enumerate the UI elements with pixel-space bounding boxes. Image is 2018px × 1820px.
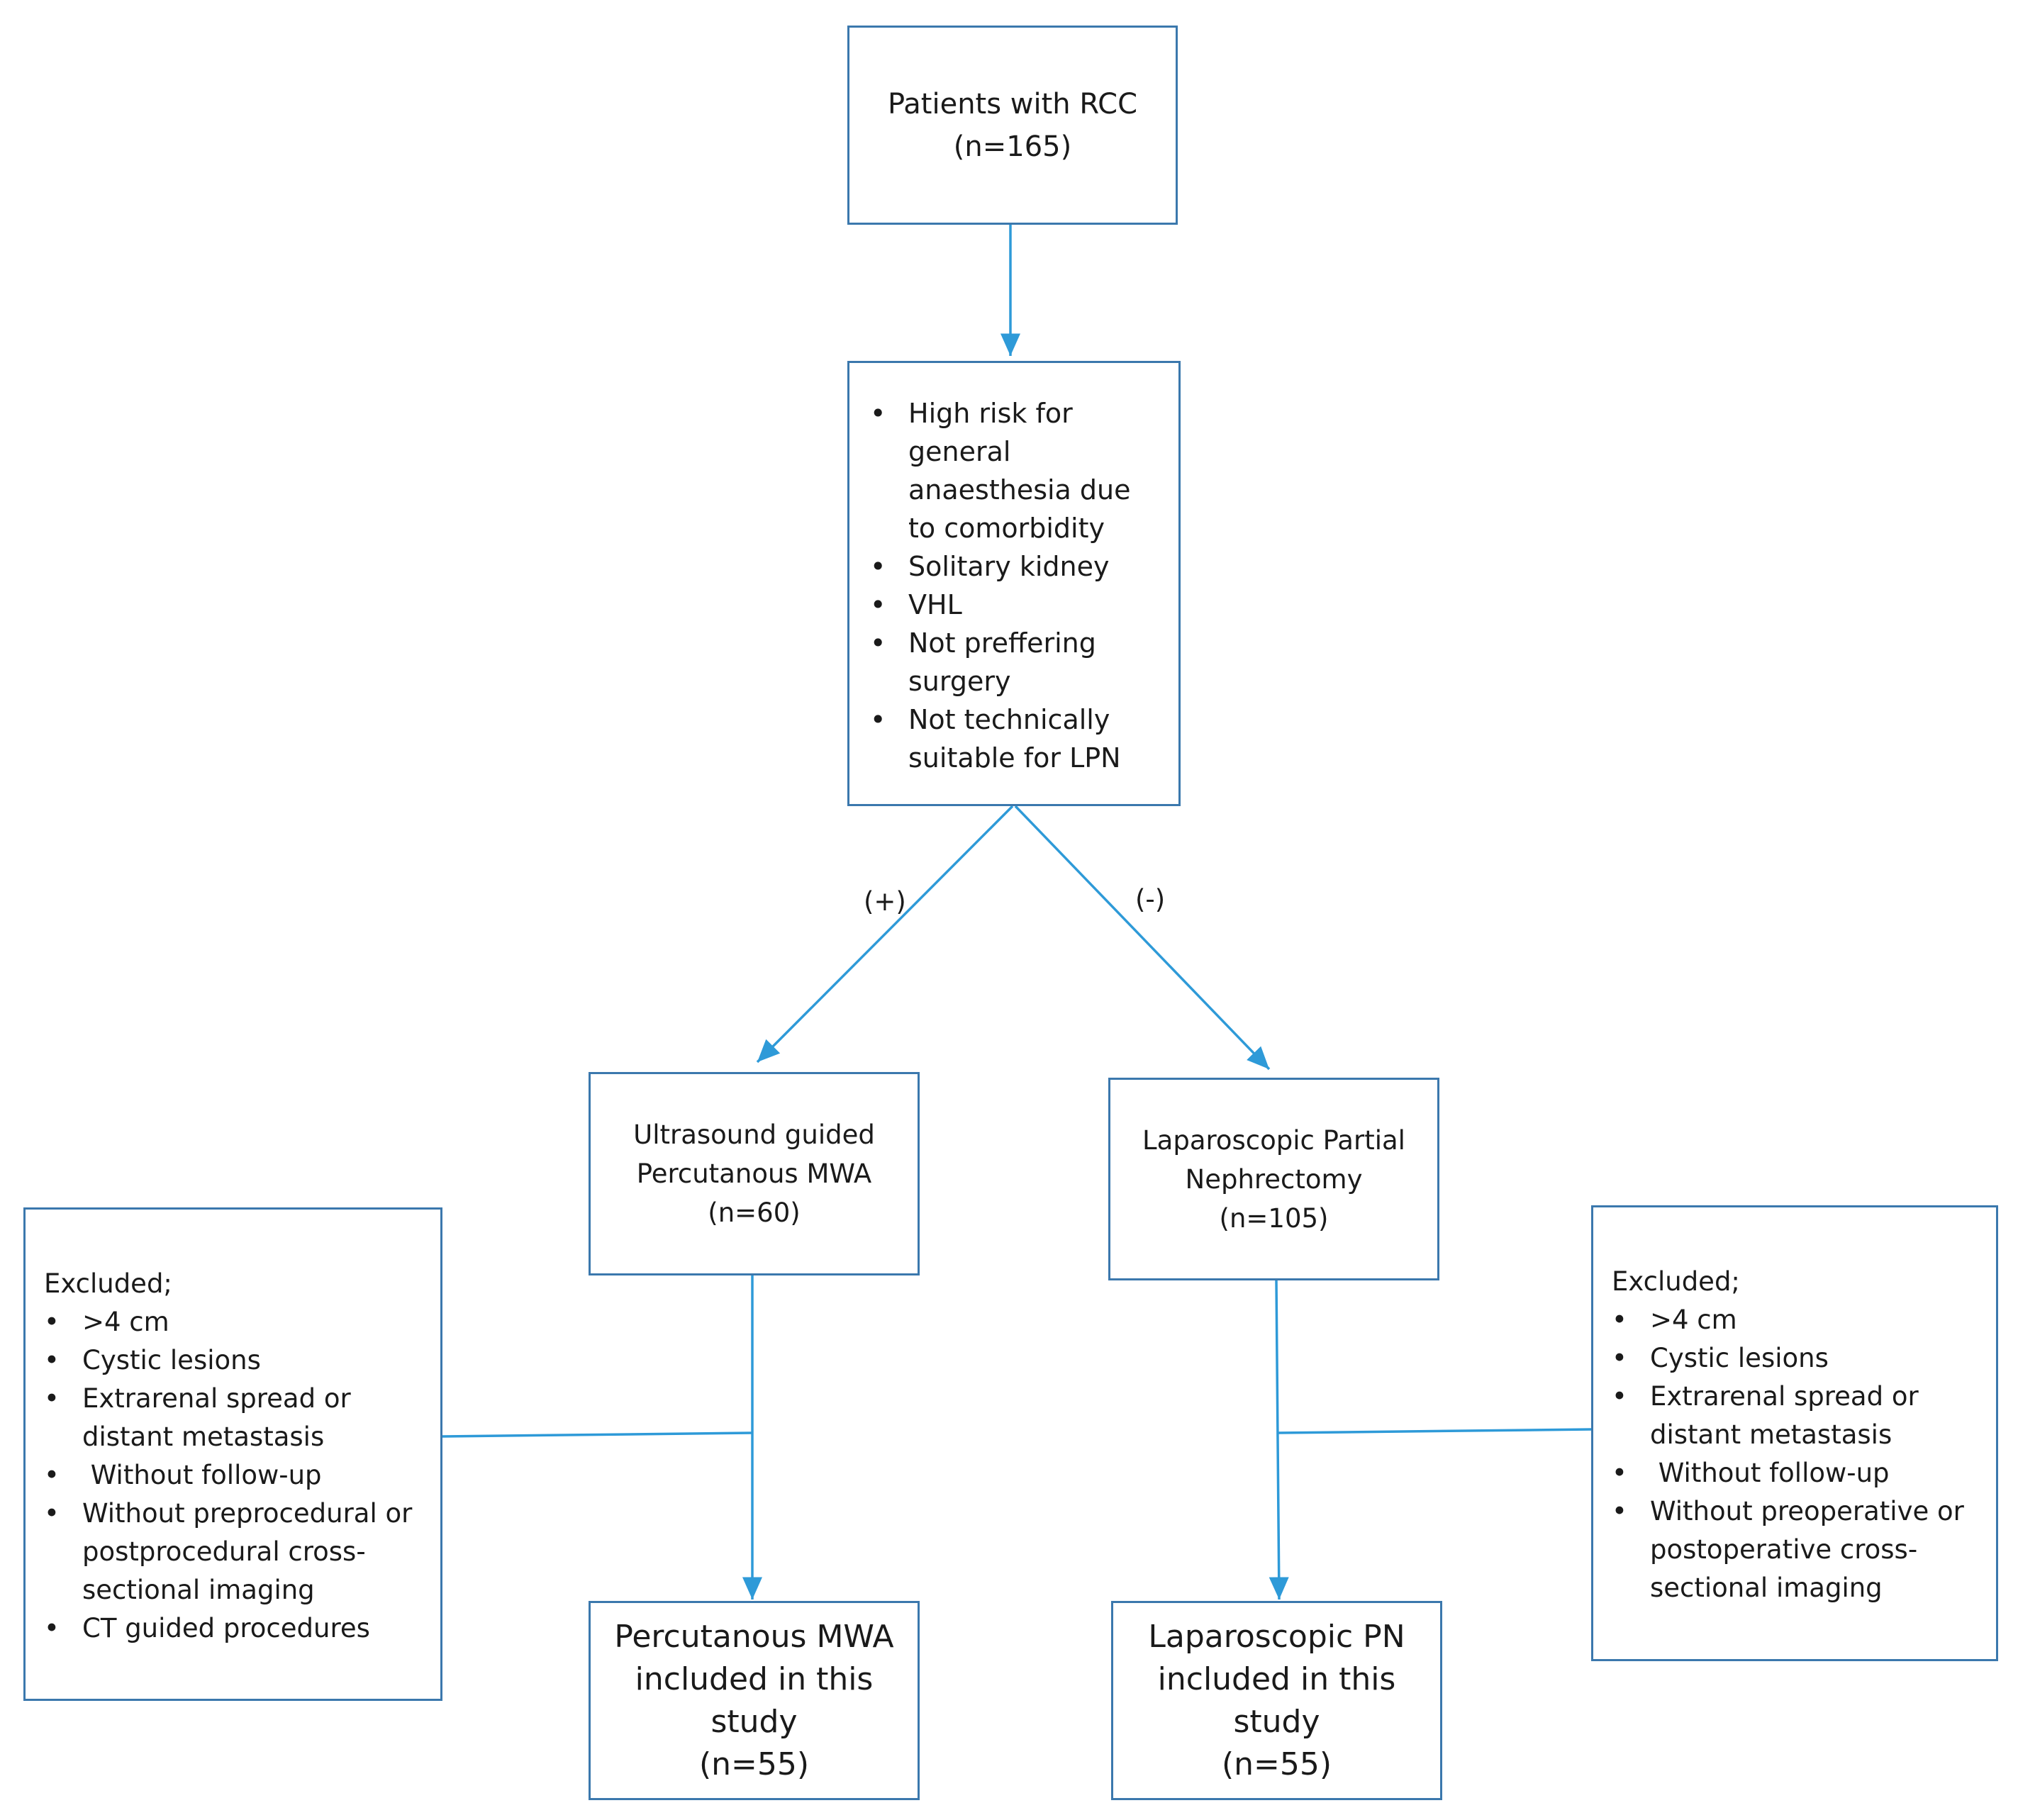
lpn-group-line1: Laparoscopic Partial — [1142, 1124, 1405, 1156]
excluded-right-heading: Excluded; — [1612, 1266, 1740, 1297]
mwa-final-box: Percutanous MWA included in this study (… — [589, 1601, 920, 1800]
criteria-list: High risk for general anaesthesia due to… — [870, 394, 1161, 777]
excluded-right-list: >4 cm Cystic lesions Extrarenal spread o… — [1612, 1301, 1982, 1607]
excluded-right-item: Cystic lesions — [1612, 1339, 1982, 1378]
lpn-group-count: (n=105) — [1219, 1202, 1329, 1234]
excluded-left-box: Excluded; >4 cm Cystic lesions Extrarena… — [23, 1207, 442, 1701]
excluded-right-box: Excluded; >4 cm Cystic lesions Extrarena… — [1591, 1205, 1998, 1661]
criteria-box: High risk for general anaesthesia due to… — [847, 361, 1181, 806]
arrow-criteria-to-mwa — [756, 805, 1014, 1063]
criteria-item: Not preffering surgery — [870, 624, 1161, 700]
criteria-item: Solitary kidney — [870, 547, 1161, 586]
connector-left-exclusion — [442, 1431, 753, 1438]
excluded-left-item: Extrarenal spread or distant metastasis — [44, 1380, 426, 1456]
excluded-right-item: Extrarenal spread or distant metastasis — [1612, 1378, 1982, 1454]
connector-right-exclusion — [1277, 1428, 1592, 1434]
total-patients-title: Patients with RCC — [887, 87, 1138, 121]
excluded-left-item: >4 cm — [44, 1303, 426, 1341]
mwa-final-line2: included in this — [635, 1660, 874, 1697]
excluded-right-item: Without follow-up — [1612, 1454, 1982, 1492]
mwa-final-line3: study — [710, 1703, 798, 1740]
pn-final-box: Laparoscopic PN included in this study (… — [1111, 1601, 1442, 1800]
excluded-left-item: Cystic lesions — [44, 1341, 426, 1380]
mwa-final-line1: Percutanous MWA — [614, 1618, 894, 1655]
mwa-group-line2: Percutanous MWA — [636, 1159, 872, 1189]
lpn-group-box: Laparoscopic Partial Nephrectomy (n=105) — [1108, 1078, 1439, 1280]
lpn-group-line2: Nephrectomy — [1185, 1163, 1363, 1195]
branch-label-positive: (+) — [864, 886, 906, 917]
pn-final-line1: Laparoscopic PN — [1148, 1618, 1405, 1655]
mwa-group-count: (n=60) — [708, 1197, 801, 1228]
mwa-group-line1: Ultrasound guided — [633, 1120, 875, 1150]
excluded-right-item: Without preoperative or postoperative cr… — [1612, 1492, 1982, 1607]
criteria-item: Not technically suitable for LPN — [870, 700, 1161, 777]
pn-final-count: (n=55) — [1221, 1746, 1332, 1782]
criteria-item: High risk for general anaesthesia due to… — [870, 394, 1161, 547]
excluded-left-item: Without follow-up — [44, 1456, 426, 1495]
excluded-left-item: CT guided procedures — [44, 1609, 426, 1648]
excluded-left-heading: Excluded; — [44, 1268, 172, 1299]
excluded-right-item: >4 cm — [1612, 1301, 1982, 1339]
arrow-lpn-to-final — [1269, 1280, 1289, 1600]
pn-final-line2: included in this — [1157, 1660, 1396, 1697]
criteria-item: VHL — [870, 586, 1161, 624]
excluded-left-list: >4 cm Cystic lesions Extrarenal spread o… — [44, 1303, 426, 1648]
pn-final-line3: study — [1233, 1703, 1320, 1740]
arrow-criteria-to-lpn — [1014, 805, 1271, 1071]
mwa-final-count: (n=55) — [698, 1746, 810, 1782]
branch-label-negative: (-) — [1135, 884, 1166, 915]
mwa-group-box: Ultrasound guided Percutanous MWA (n=60) — [589, 1072, 920, 1275]
total-patients-count: (n=165) — [953, 130, 1072, 163]
total-patients-box: Patients with RCC (n=165) — [847, 26, 1178, 225]
excluded-left-item: Without preprocedural or postprocedural … — [44, 1495, 426, 1609]
